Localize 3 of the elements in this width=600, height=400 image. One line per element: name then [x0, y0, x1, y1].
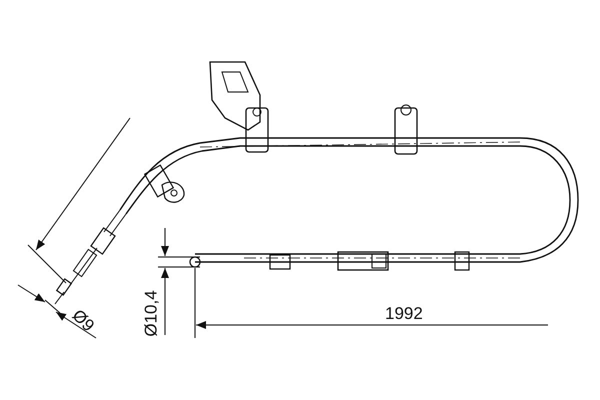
dimension-label: 1992 [385, 305, 423, 322]
dimension-label: Ø9 [69, 306, 98, 335]
dimension-label: Ø10,4 [142, 290, 160, 337]
